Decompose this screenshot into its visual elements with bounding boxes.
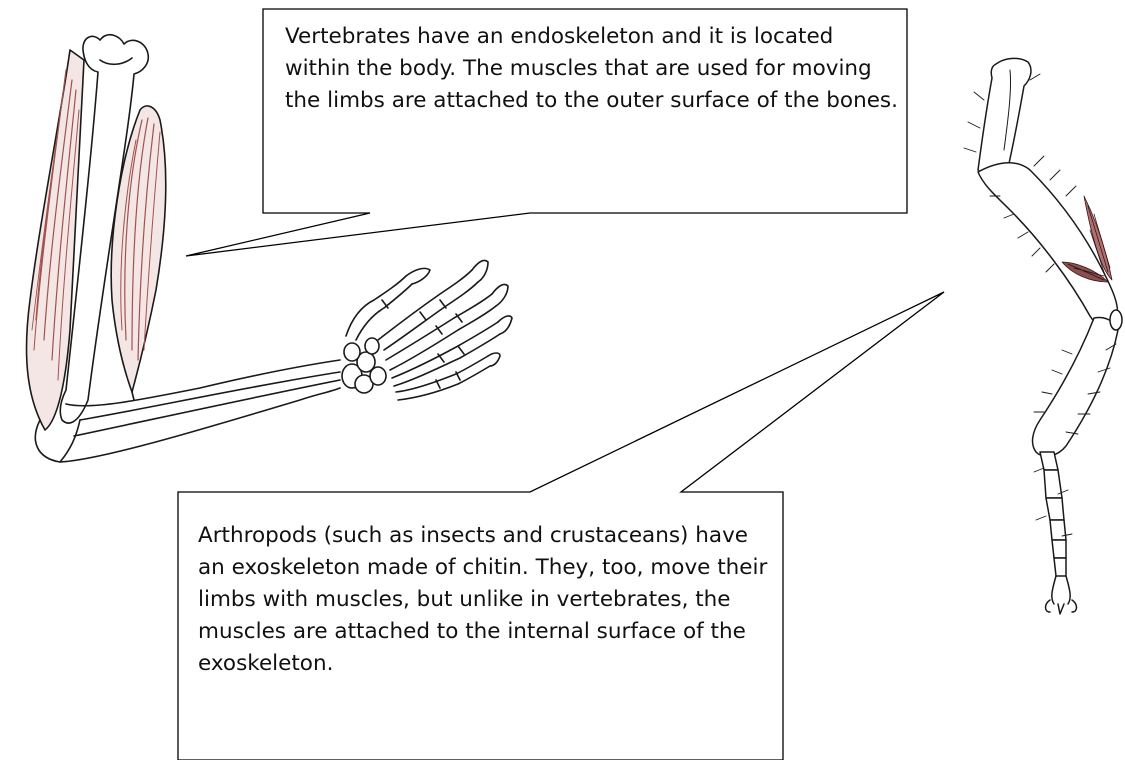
leg-femur [978, 163, 1118, 327]
vertebrate-callout-text: Vertebrates have an endoskeleton and it … [285, 21, 900, 117]
leg-tarsus [1040, 452, 1077, 614]
wrist-carpals [342, 338, 386, 393]
leg-coxa [978, 58, 1031, 175]
arthropod-leg-drawing [964, 58, 1122, 614]
arthropod-callout-text: Arthropods (such as insects and crustace… [198, 520, 773, 680]
